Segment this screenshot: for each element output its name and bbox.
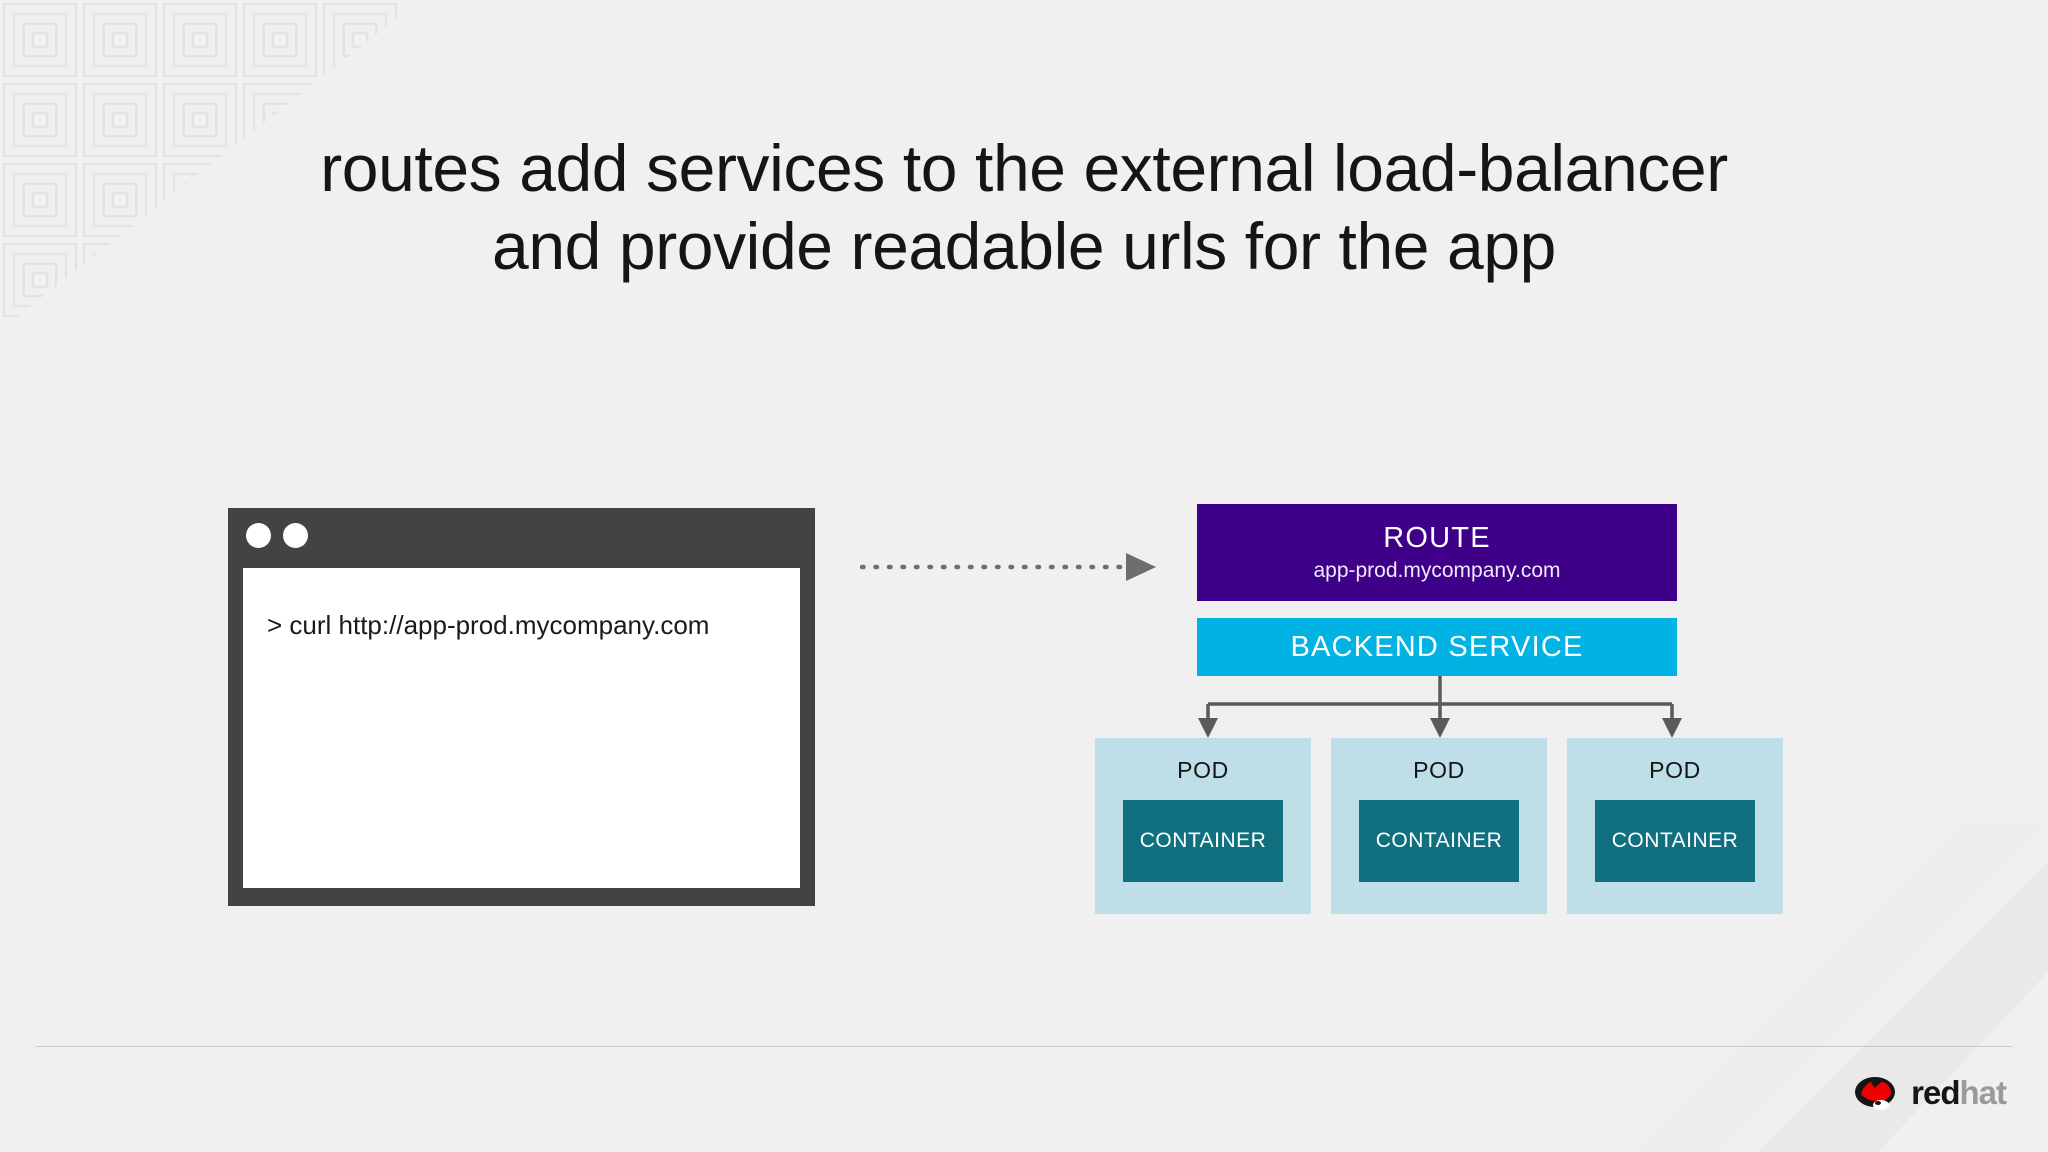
footer-divider (36, 1046, 2012, 1047)
page-title-line-2: and provide readable urls for the app (492, 208, 1556, 283)
redhat-wordmark-red: red (1911, 1073, 1960, 1111)
redhat-logo: redhat (1851, 1072, 2007, 1112)
terminal-screen[interactable]: > curl http://app-prod.mycompany.com (243, 568, 800, 888)
page-title-line-1: routes add services to the external load… (320, 131, 1728, 205)
route-subtitle-url: app-prod.mycompany.com (1313, 559, 1561, 583)
dotted-flow-arrow-icon (860, 553, 1156, 581)
container-box[interactable]: CONTAINER (1595, 800, 1755, 882)
pods-row: POD CONTAINER POD CONTAINER POD CONTAINE… (1095, 738, 1783, 914)
terminal-command-line: > curl http://app-prod.mycompany.com (267, 610, 710, 640)
container-box[interactable]: CONTAINER (1123, 800, 1283, 882)
terminal-titlebar (228, 508, 815, 562)
pod-box-2[interactable]: POD CONTAINER (1331, 738, 1547, 914)
backend-service-box[interactable]: BACKEND SERVICE (1197, 618, 1677, 676)
pod-label: POD (1177, 757, 1229, 783)
page-title: routes add services to the external load… (0, 130, 2048, 286)
terminal-window[interactable]: > curl http://app-prod.mycompany.com (228, 508, 815, 906)
route-box[interactable]: ROUTE app-prod.mycompany.com (1197, 504, 1677, 601)
pod-label: POD (1649, 757, 1701, 783)
redhat-wordmark-hat: hat (1959, 1073, 2007, 1111)
redhat-shadowman-icon (1855, 1077, 1896, 1110)
route-title: ROUTE (1383, 521, 1491, 554)
container-box[interactable]: CONTAINER (1359, 800, 1519, 882)
pod-box-1[interactable]: POD CONTAINER (1095, 738, 1311, 914)
redhat-wordmark: redhat (1911, 1073, 2007, 1111)
window-control-dot-1[interactable] (246, 522, 271, 548)
service-to-pods-connector (1198, 676, 1682, 738)
window-control-dot-2[interactable] (283, 522, 308, 548)
pod-box-3[interactable]: POD CONTAINER (1567, 738, 1783, 914)
pod-label: POD (1413, 757, 1465, 783)
